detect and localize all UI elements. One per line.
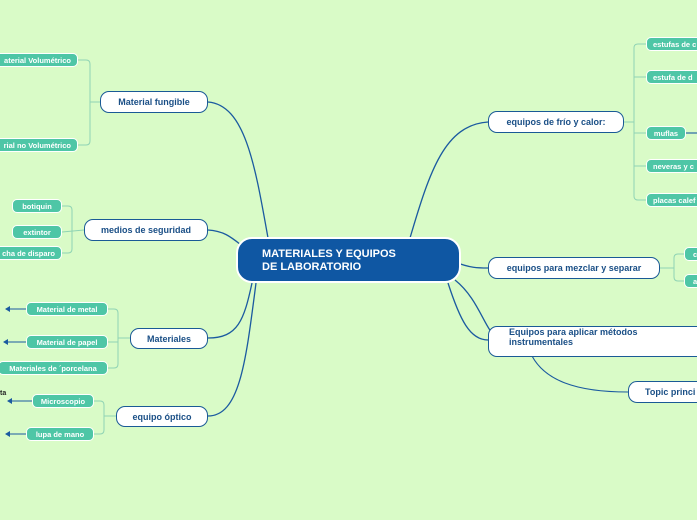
topic-equipo-optico[interactable]: equipo óptico bbox=[116, 406, 208, 427]
topic-metodos-line2: instrumentales bbox=[509, 337, 574, 347]
subtopic-placas[interactable]: placas calef bbox=[646, 193, 697, 207]
subtopic-material-metal[interactable]: Material de metal bbox=[26, 302, 108, 316]
central-topic-line1: MATERIALES Y EQUIPOS bbox=[262, 248, 396, 260]
topic-metodos-line1: Equipos para aplicar métodos bbox=[509, 327, 638, 337]
subtopic-botiquin[interactable]: botiquin bbox=[12, 199, 62, 213]
topic-materiales[interactable]: Materiales bbox=[130, 328, 208, 349]
subtopic-materiales-porcelana[interactable]: Materiales de ´porcelana bbox=[0, 361, 108, 375]
subtopic-neveras[interactable]: neveras y c bbox=[646, 159, 697, 173]
topic-material-fungible[interactable]: Material fungible bbox=[100, 91, 208, 113]
subtopic-material-papel[interactable]: Material de papel bbox=[26, 335, 108, 349]
subtopic-material-no-volumetrico[interactable]: rial no Volumétrico bbox=[0, 138, 78, 152]
topic-mezclar-separar[interactable]: equipos para mezclar y separar bbox=[488, 257, 660, 279]
central-topic-line2: DE LABORATORIO bbox=[262, 261, 362, 273]
central-topic[interactable]: MATERIALES Y EQUIPOS DE LABORATORIO bbox=[236, 237, 461, 283]
subtopic-muflas[interactable]: muflas bbox=[646, 126, 686, 140]
topic-metodos-instrumentales[interactable]: Equipos para aplicar métodos instrumenta… bbox=[488, 326, 697, 357]
subtopic-estufas[interactable]: estufas de c bbox=[646, 37, 697, 51]
subtopic-extintor[interactable]: extintor bbox=[12, 225, 62, 239]
note-ta: ta bbox=[0, 390, 7, 397]
subtopic-mezclar-c[interactable]: c bbox=[684, 247, 697, 261]
subtopic-lupa-mano[interactable]: lupa de mano bbox=[26, 427, 94, 441]
topic-frio-calor[interactable]: equipos de frío y calor: bbox=[488, 111, 624, 133]
topic-principal[interactable]: Topic princi bbox=[628, 381, 697, 403]
subtopic-material-volumetrico[interactable]: aterial Volumétrico bbox=[0, 53, 78, 67]
subtopic-estufa-de[interactable]: estufa de d bbox=[646, 70, 697, 84]
subtopic-ducha-disparo[interactable]: cha de disparo bbox=[0, 246, 62, 260]
subtopic-mezclar-a[interactable]: a bbox=[684, 274, 697, 288]
topic-medios-seguridad[interactable]: medios de seguridad bbox=[84, 219, 208, 241]
subtopic-microscopio[interactable]: Microscopio bbox=[32, 394, 94, 408]
